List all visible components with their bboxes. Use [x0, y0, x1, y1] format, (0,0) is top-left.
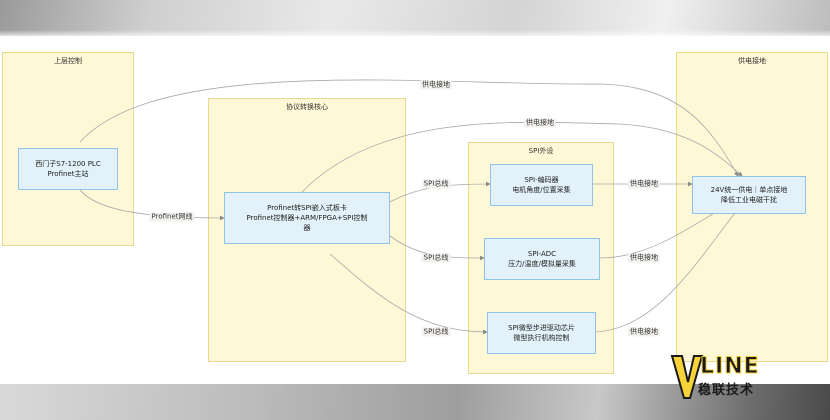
edge-label-spi-bus-2: SPI总线	[421, 253, 451, 263]
logo-chinese-name: 稳联技术	[698, 383, 755, 398]
edge-label-spi-bus-1: SPI总线	[421, 179, 451, 189]
group-title: 协议转换核心	[286, 103, 328, 111]
edge-label-power-mid: 供电接地	[524, 118, 556, 128]
vline-logo: LINE 稳联技术	[670, 352, 780, 402]
edge-label-power-adc: 供电接地	[628, 253, 660, 263]
node-line: Profinet主站	[47, 170, 89, 178]
node-power-supply[interactable]: 24V统一供电｜单点接地 降低工业电磁干扰	[692, 176, 806, 214]
node-line: Profinet转SPI嵌入式板卡	[267, 204, 347, 212]
diagram-canvas: 上层控制 协议转换核心 SPI外设 供电接地 西门子S7-1200 PLC	[0, 36, 830, 384]
node-spi-stepper-driver[interactable]: SPI微型步进驱动芯片 微型执行机构控制	[487, 312, 596, 354]
edge-label-power-top: 供电接地	[420, 80, 452, 90]
node-line: SPI-编码器	[524, 176, 559, 184]
edge-power-top	[79, 79, 739, 177]
background-photo-top	[0, 0, 830, 36]
node-line: SPI微型步进驱动芯片	[508, 324, 575, 332]
node-plc-master[interactable]: 西门子S7-1200 PLC Profinet主站	[18, 148, 118, 190]
logo-wordmark: LINE	[700, 354, 760, 380]
edge-spi-bus-3	[329, 253, 488, 335]
edge-power-stepper	[595, 203, 743, 333]
node-line: 压力/温度/模拟量采集	[508, 260, 576, 268]
node-line: 器	[303, 224, 311, 232]
edge-label-profinet-cable: Profinet网线	[149, 212, 195, 222]
node-line: 电机角度/位置采集	[512, 186, 571, 194]
group-title: SPI外设	[528, 147, 554, 155]
node-line: 24V统一供电｜单点接地	[710, 186, 788, 194]
edge-power-mid	[299, 121, 743, 195]
node-line: 微型执行机构控制	[513, 334, 570, 342]
edge-label-power-stepper: 供电接地	[628, 327, 660, 337]
edge-label-spi-bus-3: SPI总线	[421, 327, 451, 337]
logo-v-mark-icon	[670, 355, 704, 399]
node-line: SPI-ADC	[527, 250, 557, 258]
node-line: Profinet控制器+ARM/FPGA+SPI控制	[246, 214, 368, 222]
group-title: 上层控制	[54, 57, 82, 65]
edge-label-power-encoder: 供电接地	[628, 179, 660, 189]
node-line: 西门子S7-1200 PLC	[35, 160, 101, 168]
group-title: 供电接地	[738, 57, 766, 65]
node-profinet-spi-bridge[interactable]: Profinet转SPI嵌入式板卡 Profinet控制器+ARM/FPGA+S…	[224, 192, 390, 244]
node-spi-encoder[interactable]: SPI-编码器 电机角度/位置采集	[490, 164, 593, 206]
node-spi-adc[interactable]: SPI-ADC 压力/温度/模拟量采集	[484, 238, 600, 280]
node-line: 降低工业电磁干扰	[721, 196, 777, 204]
